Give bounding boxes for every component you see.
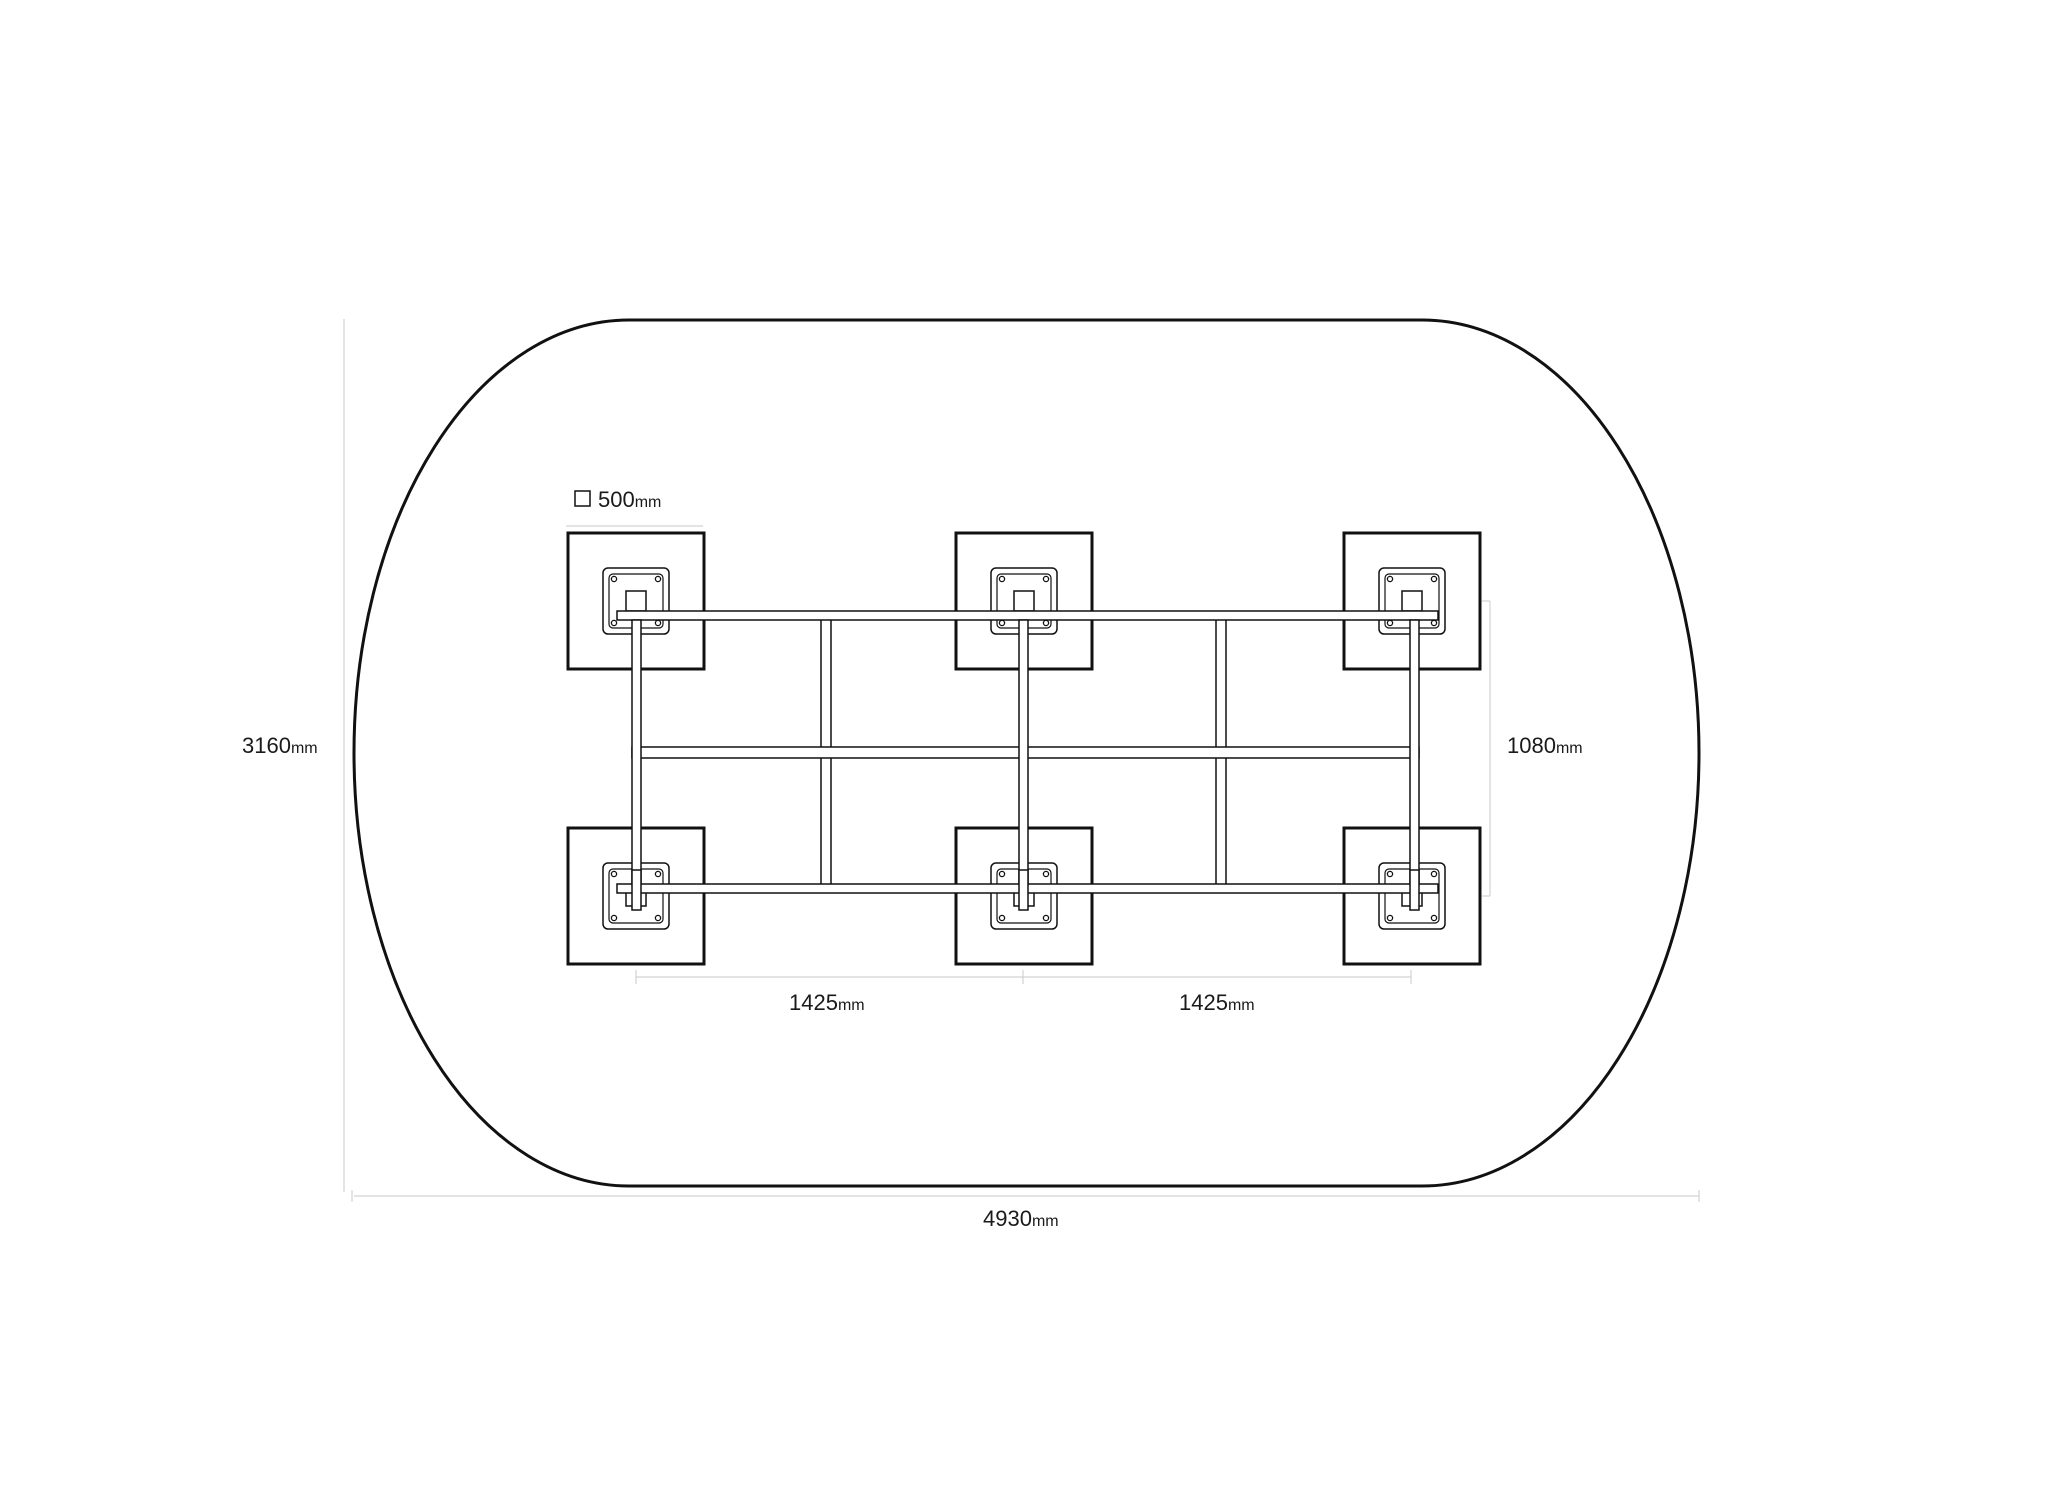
bolt-hole xyxy=(1042,870,1050,878)
leg-span-left-label: 1425mm xyxy=(789,990,865,1015)
post-socket xyxy=(1401,590,1423,612)
leg-post-center-lower xyxy=(1018,869,1029,911)
bolt-hole xyxy=(654,914,662,922)
leg-post-center xyxy=(1018,619,1029,885)
bolt-hole xyxy=(1386,914,1394,922)
bolt-hole xyxy=(654,575,662,583)
overall-width-label: 4930mm xyxy=(983,1206,1059,1231)
bolt-hole xyxy=(610,914,618,922)
post-socket xyxy=(625,590,647,612)
leg-post-right xyxy=(1409,619,1420,885)
overall-depth-label: 3160mm xyxy=(242,733,318,758)
bolt-hole xyxy=(1430,870,1438,878)
bolt-hole xyxy=(998,914,1006,922)
rail-horizontal-top xyxy=(616,610,1439,621)
frame-upper-layer xyxy=(616,610,1439,911)
leg-post-right-lower xyxy=(1409,869,1420,911)
bolt-hole xyxy=(610,870,618,878)
base-size-label: 500mm xyxy=(598,487,661,512)
bolt-hole xyxy=(1042,575,1050,583)
leg-post-left xyxy=(631,619,642,885)
bolt-hole xyxy=(998,870,1006,878)
leg-post-left-lower xyxy=(631,869,642,911)
frame-depth-label: 1080mm xyxy=(1507,733,1583,758)
bolt-hole xyxy=(1042,914,1050,922)
bolt-hole xyxy=(610,575,618,583)
tabletop-outline xyxy=(352,318,1701,1188)
square-symbol-icon xyxy=(574,490,591,507)
detail-dimension-lines xyxy=(566,525,1491,984)
bolt-hole xyxy=(1430,914,1438,922)
leg-span-right-label: 1425mm xyxy=(1179,990,1255,1015)
bolt-hole xyxy=(1386,575,1394,583)
dimension-labels: 500mm 3160mm 1080mm 1425mm 1425mm 4930mm xyxy=(242,487,1583,1231)
bolt-hole xyxy=(998,575,1006,583)
bolt-hole xyxy=(1430,575,1438,583)
bolt-hole xyxy=(610,619,618,627)
overall-dimension-lines xyxy=(343,319,1700,1202)
bolt-hole xyxy=(654,870,662,878)
post-socket xyxy=(1013,590,1035,612)
bolt-hole xyxy=(1386,870,1394,878)
